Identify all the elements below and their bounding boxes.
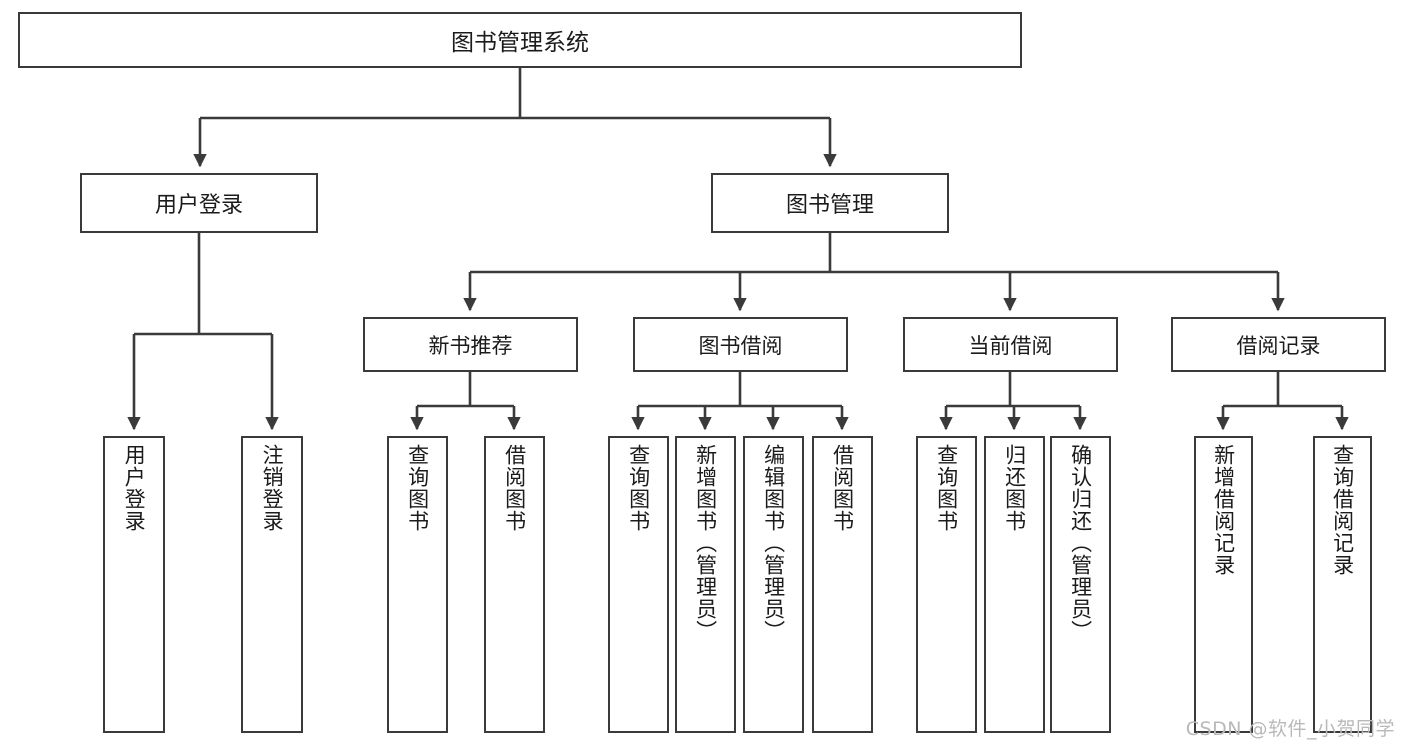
node-leaf-logout-login[interactable]: 注销登录: [241, 436, 303, 733]
node-leaf-query-book-3[interactable]: 查询图书: [916, 436, 977, 733]
node-new-book-recommend[interactable]: 新书推荐: [363, 317, 578, 372]
node-leaf-confirm-return[interactable]: 确认归还（管理员）: [1050, 436, 1111, 733]
node-leaf-borrow-book-2[interactable]: 借阅图书: [812, 436, 873, 733]
watermark-text: CSDN @软件_小贺同学: [1185, 718, 1395, 740]
node-leaf-query-book-3-label: 查询图书: [934, 444, 959, 532]
node-new-book-recommend-label: 新书推荐: [428, 333, 513, 358]
node-leaf-edit-book-label: 编辑图书（管理员）: [761, 444, 786, 642]
node-user-login[interactable]: 用户登录: [80, 173, 318, 233]
node-leaf-add-record-label: 新增借阅记录: [1211, 444, 1236, 576]
node-leaf-confirm-return-label: 确认归还（管理员）: [1068, 444, 1093, 642]
node-borrow-record[interactable]: 借阅记录: [1171, 317, 1386, 372]
node-book-borrow[interactable]: 图书借阅: [633, 317, 848, 372]
node-leaf-borrow-book-2-label: 借阅图书: [830, 444, 855, 532]
node-leaf-user-login-label: 用户登录: [122, 444, 147, 532]
node-leaf-query-book-2-label: 查询图书: [626, 444, 651, 532]
node-leaf-user-login[interactable]: 用户登录: [103, 436, 165, 733]
node-leaf-query-book-1[interactable]: 查询图书: [387, 436, 448, 733]
node-book-borrow-label: 图书借阅: [698, 333, 783, 358]
node-leaf-add-book-label: 新增图书（管理员）: [693, 444, 718, 642]
node-leaf-add-book[interactable]: 新增图书（管理员）: [675, 436, 736, 733]
node-leaf-return-book-label: 归还图书: [1002, 444, 1027, 532]
node-root-label: 图书管理系统: [451, 30, 589, 56]
node-leaf-return-book[interactable]: 归还图书: [984, 436, 1045, 733]
node-leaf-borrow-book-1[interactable]: 借阅图书: [484, 436, 545, 733]
node-book-manage-label: 图书管理: [785, 193, 874, 218]
node-leaf-add-record[interactable]: 新增借阅记录: [1194, 436, 1253, 733]
node-current-borrow[interactable]: 当前借阅: [903, 317, 1118, 372]
node-root[interactable]: 图书管理系统: [18, 12, 1022, 68]
node-leaf-query-book-1-label: 查询图书: [405, 444, 430, 532]
node-book-manage[interactable]: 图书管理: [711, 173, 949, 233]
node-leaf-borrow-book-1-label: 借阅图书: [502, 444, 527, 532]
node-borrow-record-label: 借阅记录: [1236, 333, 1321, 358]
node-leaf-query-record-label: 查询借阅记录: [1330, 444, 1355, 576]
node-current-borrow-label: 当前借阅: [968, 333, 1053, 358]
node-leaf-query-book-2[interactable]: 查询图书: [608, 436, 669, 733]
node-leaf-query-record[interactable]: 查询借阅记录: [1313, 436, 1372, 733]
node-user-login-label: 用户登录: [154, 193, 243, 218]
node-leaf-logout-login-label: 注销登录: [260, 444, 285, 532]
node-leaf-edit-book[interactable]: 编辑图书（管理员）: [743, 436, 804, 733]
